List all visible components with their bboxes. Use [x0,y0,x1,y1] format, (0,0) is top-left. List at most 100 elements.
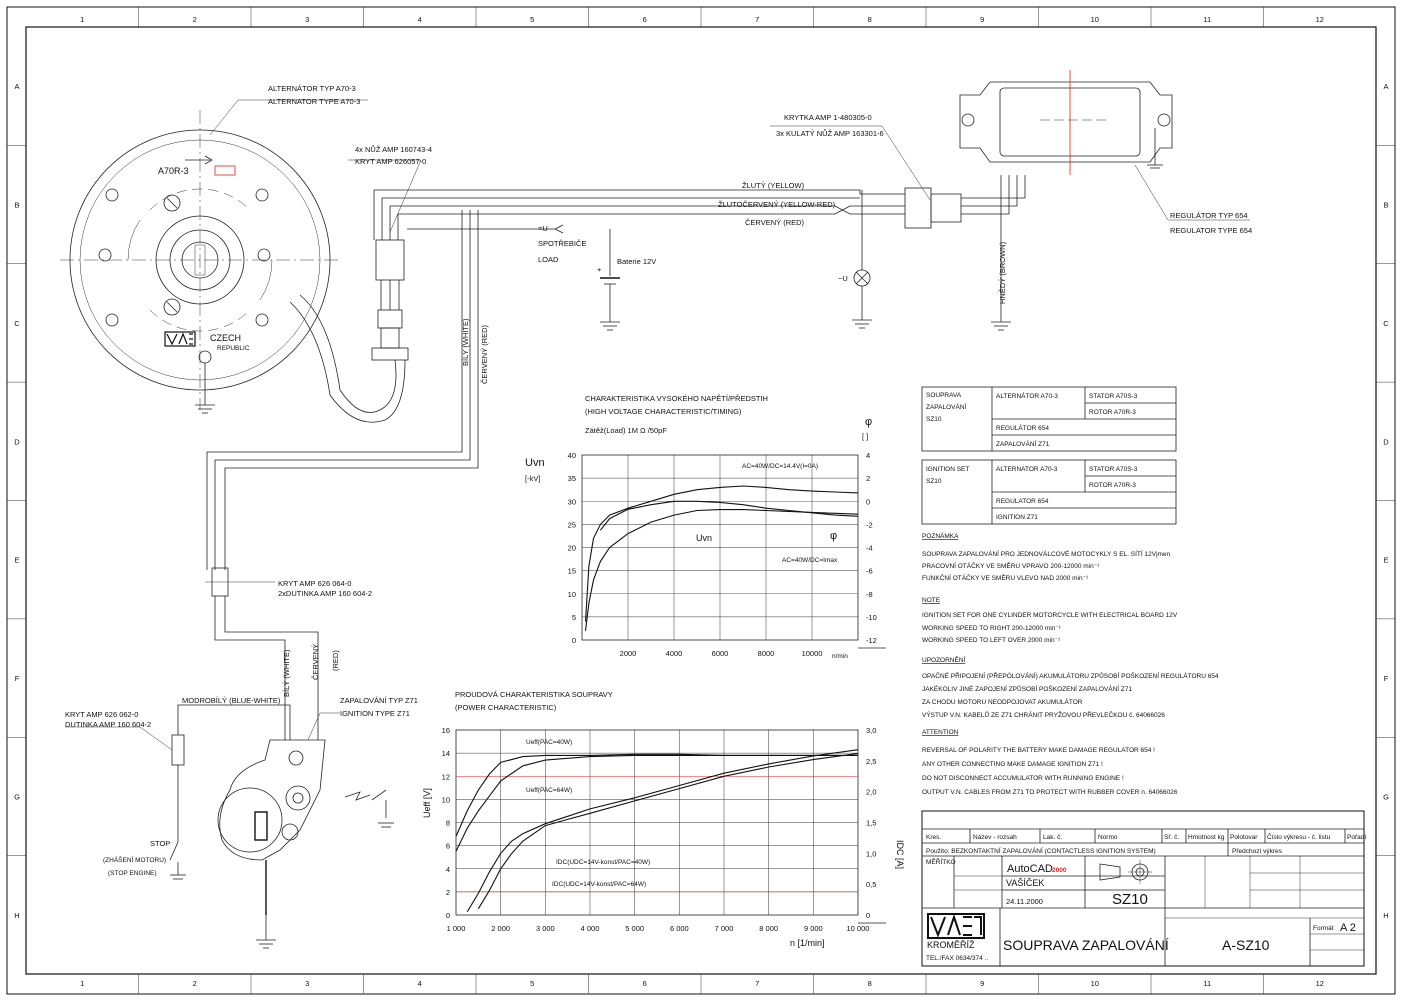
ignition-type-cz: ZAPALOVÁNÍ TYP Z71 [340,696,418,705]
tb-h-8: Pořadí [1347,834,1366,841]
notes-heading-en: NOTE [922,597,941,604]
set-en-ign: IGNITION Z71 [996,514,1038,521]
regulator-type-en: REGULATOR TYPE 654 [1170,226,1252,235]
tb-scale: MĚŘÍTKO [926,857,956,866]
kryt-left-line1: KRYT AMP 626 062-0 [65,710,138,719]
wire-red-label: ČERVENÝ (RED) [745,218,805,227]
cable-harness: 4x NŮŽ AMP 160743-4 KRYT AMP 626057-0 KR… [205,145,905,740]
zone-col-top: 6 [643,15,647,24]
zone-row-left: D [14,437,20,446]
zone-col-bottom: 8 [868,979,872,988]
projection-symbol-icon [1099,860,1152,884]
warning-cz-1: OPAČNÉ PŘIPOJENÍ (PŘEPÓLOVÁNÍ) AKUMULÁTO… [922,671,1219,680]
zone-col-top: 11 [1203,15,1211,24]
lamp-label: ~U [838,274,848,283]
pw-series-3 [466,749,859,913]
hv-series-0 [584,485,859,622]
set-en-rotor: ROTOR A70R-3 [1089,482,1136,489]
connector-top-line1: 4x NŮŽ AMP 160743-4 [355,145,432,154]
tb-format-label: Formát [1313,925,1334,932]
zone-col-bottom: 5 [530,979,534,988]
pw-xtick: 7 000 [715,924,734,933]
load-label-cz: SPOTŘEBIČE [538,239,586,248]
hv-xtick: 8000 [758,649,775,658]
zone-col-top: 5 [530,15,534,24]
hv-chart-subtitle: (HIGH VOLTAGE CHARACTERISTIC/TIMING) [585,407,742,416]
tb-author: VAŠÍČEK [1006,878,1044,888]
notes-cz-2: PRACOVNÍ OTÁČKY VE SMĚRU VPRAVO 200-1200… [922,561,1100,570]
hv-y2tick: -10 [866,613,877,622]
hv-ytick: 10 [568,590,576,599]
pw-chart-xlabel: n [1/min] [790,938,825,948]
set-en-name-2: SZ10 [926,478,942,485]
pw-xtick: 4 000 [581,924,600,933]
pw-xtick: 9 000 [804,924,823,933]
set-cz-reg: REGULÁTOR 654 [996,423,1049,432]
zone-row-left: H [14,911,19,920]
kryt-mid-line2: 2xDUTINKA AMP 160 604-2 [278,589,372,598]
tb-format: A 2 [1340,922,1356,934]
pw-xtick: 3 000 [536,924,555,933]
hv-chart-y2label-unit: [ ] [862,432,868,441]
wire-white-2-label: BÍLÝ (WHITE) [282,649,291,697]
warning-en-4: OUTPUT V.N. CABLES FROM Z71 TO PROTECT W… [922,789,1178,796]
tb-autocad-version: 2000 [1052,867,1067,874]
hv-chart: CHARAKTERISTIKA VYSOKÉHO NAPĚTÍ/PŘEDSTIH… [525,394,886,660]
pw-ytick: 14 [442,749,450,758]
zone-row-right: G [1383,792,1389,801]
zone-row-left: A [14,82,19,91]
zone-col-bottom: 4 [418,979,422,988]
pw-annotation-2: Ueff(PAC=64W) [526,787,572,794]
zone-row-right: D [1383,437,1389,446]
pw-xtick: 5 000 [625,924,644,933]
battery-label: Baterie 12V [617,257,656,266]
hv-ytick: 25 [568,520,576,529]
hv-ytick: 35 [568,474,576,483]
pw-xtick: 6 000 [670,924,689,933]
set-cz-rotor: ROTOR A70R-3 [1089,409,1136,416]
zone-col-top: 7 [755,15,759,24]
hv-y2tick: -4 [866,544,873,553]
zone-col-top: 9 [980,15,984,24]
pw-ytick: 4 [446,865,450,874]
regulator-type-cz: REGULÁTOR TYP 654 [1170,211,1248,220]
tb-autocad: AutoCAD [1007,863,1053,875]
hv-ytick: 0 [572,636,576,645]
pw-chart-subtitle: (POWER CHARACTERISTIC) [455,703,557,712]
pw-chart-ylabel: Ueff [V] [422,788,432,818]
zone-row-right: H [1383,911,1388,920]
notes-cz-1: SOUPRAVA ZAPALOVÁNÍ PRO JEDNOVÁLCOVÉ MOT… [922,549,1171,558]
regulator: HNĚDÝ (BROWN) KRYTKA AMP 1-480305-0 3x K… [770,70,1252,331]
hv-ytick: 20 [568,544,576,553]
pw-chart-y2label: IDC [A] [895,840,905,869]
zone-col-top: 1 [80,15,84,24]
hv-ytick: 15 [568,567,576,576]
tb-h-6: Polotovar [1230,834,1258,841]
hv-annotation-top: AC=40W/DC=14.4V(I=0A) [742,463,818,470]
battery-plus: + [597,265,602,274]
warning-en-3: DO NOT DISCONNECT ACCUMULATOR WITH RUNNI… [922,775,1124,782]
tb-date: 24.11.2000 [1006,897,1043,906]
zone-row-right: B [1383,201,1388,210]
alternator-type-cz: ALTERNÁTOR TYP A70-3 [268,84,356,93]
wire-red-2b-label: (RED) [331,650,340,671]
zone-row-right: C [1383,319,1389,328]
vape-logo-icon [164,331,196,347]
alternator-model-label: A70R-3 [158,166,189,176]
alternator: A70R-3 CZECH REPUBLIC ALTERNÁTOR TYP A70… [60,84,406,423]
pw-annotation-3: IDC(UDC=14V-konst/PAC=40W) [556,859,650,866]
load-arrow-label: =U [538,224,548,233]
zone-col-bottom: 9 [980,979,984,988]
warning-cz-2: JAKÉKOLIV JINÉ ZAPOJENÍ ZPŮSOBÍ POŠKOZEN… [922,684,1132,693]
pw-ytick: 6 [446,842,450,851]
hv-chart-ylabel-unit: [-kV] [525,474,540,483]
pw-xtick: 1 000 [447,924,466,933]
tb-company: KROMĚŘÍŽ [927,940,975,950]
zone-col-bottom: 1 [80,979,84,988]
pw-xtick: 10 000 [847,924,870,933]
hv-ytick: 30 [568,497,576,506]
hv-xtick: 6000 [712,649,729,658]
zone-col-top: 12 [1316,15,1324,24]
wire-white-label: BÍLÝ (WHITE) [461,318,470,366]
